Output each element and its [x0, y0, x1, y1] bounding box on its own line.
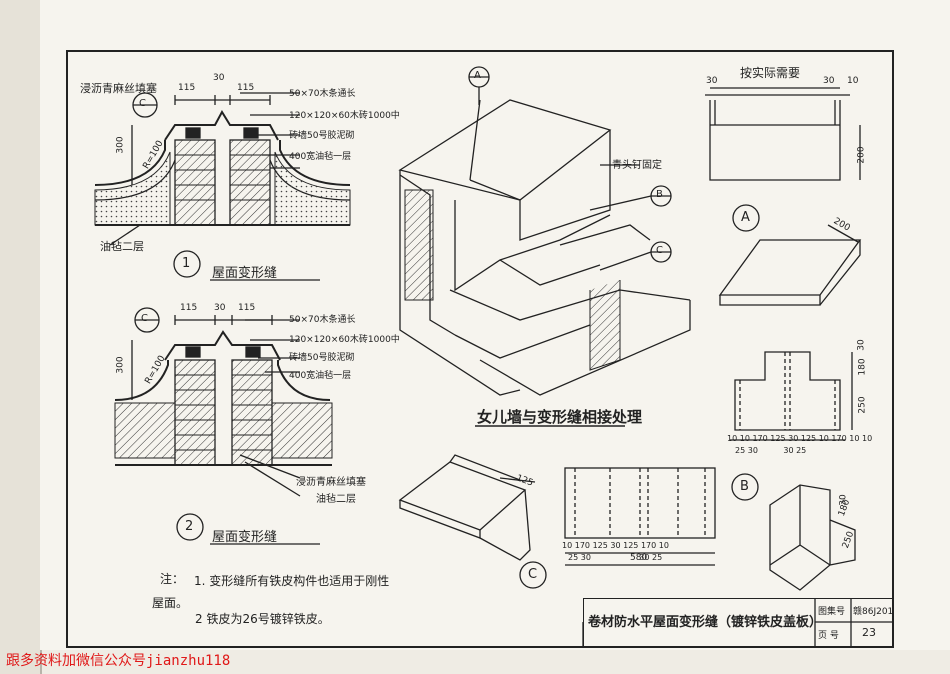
detail1-marker: 1	[182, 256, 191, 271]
detail-A-plate	[705, 87, 862, 306]
detailC-sub-dims: 25 30 30 25	[568, 553, 663, 562]
detail-C-plate	[398, 454, 716, 589]
detail2-vertical-dim: 300	[115, 356, 126, 374]
paper-sheet	[40, 0, 950, 650]
main-title: 女儿墙与变形缝相接处理	[477, 408, 643, 426]
detailC-total: 580	[630, 553, 648, 563]
detailA-dim-4: 200	[856, 146, 867, 164]
atlas-number: 赣86J201	[853, 607, 894, 617]
detail2-marker: 2	[185, 519, 194, 534]
notes-line-2: 2 铁皮为26号镀锌铁皮。	[195, 612, 330, 626]
detail2-dim-a: 115	[180, 303, 198, 313]
detail2-label-felt: 400宽油毡一层	[289, 371, 352, 381]
iso-ref-c: C	[656, 245, 663, 256]
detail1-dim-a: 115	[178, 83, 196, 93]
detailC-bottom-dims: 10 170 125 30 125 170 10	[562, 541, 669, 550]
notes-heading: 注：	[160, 572, 185, 586]
detailA-note: 按实际需要	[740, 66, 801, 80]
title-block	[583, 598, 893, 646]
brick-wall-left	[174, 139, 216, 226]
detail1-label-felt: 400宽油毡一层	[289, 152, 352, 162]
detailB-bottom-dims: 10 10 170 125 30 125 10 170 10 10	[727, 434, 873, 443]
watermark-text: 跟多资料加微信公众号jianzhu118	[6, 653, 231, 669]
detail2-dim-c: 115	[238, 303, 256, 313]
atlas-label: 图集号	[818, 607, 846, 617]
detail1-label-timber: 50×70木条通长	[289, 89, 356, 99]
detailC-marker: C	[528, 567, 538, 582]
detail2-label-timber: 50×70木条通长	[289, 315, 356, 325]
notes-line-1: 1. 变形缝所有铁皮构件也适用于刚性屋面。	[152, 574, 390, 610]
detail-1-section	[94, 92, 351, 278]
drawing-title: 卷材防水平屋面变形缝（镀锌铁皮盖板）	[588, 615, 823, 630]
detail2-label-brick: 砖墙50号胶泥砌	[289, 353, 355, 363]
iso-ref-b: B	[656, 189, 663, 200]
detail1-section-ref: C	[139, 98, 146, 109]
iso-ref-a: A	[474, 70, 481, 81]
detailB-side-dim-3: 250	[857, 396, 868, 414]
detailA-dim-3: 10	[847, 76, 859, 86]
detail2-section-ref: C	[141, 313, 148, 324]
iso-label-nails: 青头钉固定	[612, 160, 662, 171]
detail2-caption: 屋面变形缝	[212, 530, 278, 545]
detailA-dim-2: 30	[823, 76, 835, 86]
detail1-dim-c: 115	[237, 83, 255, 93]
detail1-label-brick: 砖墙50号胶泥砌	[289, 131, 355, 141]
detail1-label-block: 120×120×60木砖1000中	[289, 111, 400, 121]
brick-wall-right	[229, 139, 271, 226]
detail2-label-block: 120×120×60木砖1000中	[289, 335, 400, 345]
detail2-dim-b: 30	[214, 303, 226, 313]
isometric-parapet-drawing	[398, 66, 691, 427]
detail2-label-asphalt-fill: 浸沥青麻丝填塞	[296, 477, 366, 488]
detailA-marker: A	[741, 210, 750, 225]
page-number: 23	[862, 626, 876, 639]
detailB-marker: B	[740, 479, 749, 494]
detail1-caption: 屋面变形缝	[212, 266, 278, 281]
detail1-label-double-felt: 油毡二层	[100, 240, 144, 253]
detail1-label-asphalt-fill: 浸沥青麻丝填塞	[80, 82, 157, 95]
detail1-dim-b: 30	[213, 73, 225, 83]
detailB-side-dim-2: 180	[857, 358, 868, 376]
detail2-label-double-felt: 油毡二层	[316, 494, 356, 505]
detail-B-plate	[730, 351, 856, 591]
detailB-sub-dims: 25 30 30 25	[735, 446, 807, 455]
page-label: 页 号	[818, 631, 839, 641]
drawing-frame	[66, 50, 894, 648]
detailB-side-dim-1: 30	[856, 339, 867, 351]
detail-2-section	[114, 307, 333, 541]
detailA-dim-1: 30	[706, 76, 718, 86]
detail1-vertical-dim: 300	[115, 136, 126, 154]
